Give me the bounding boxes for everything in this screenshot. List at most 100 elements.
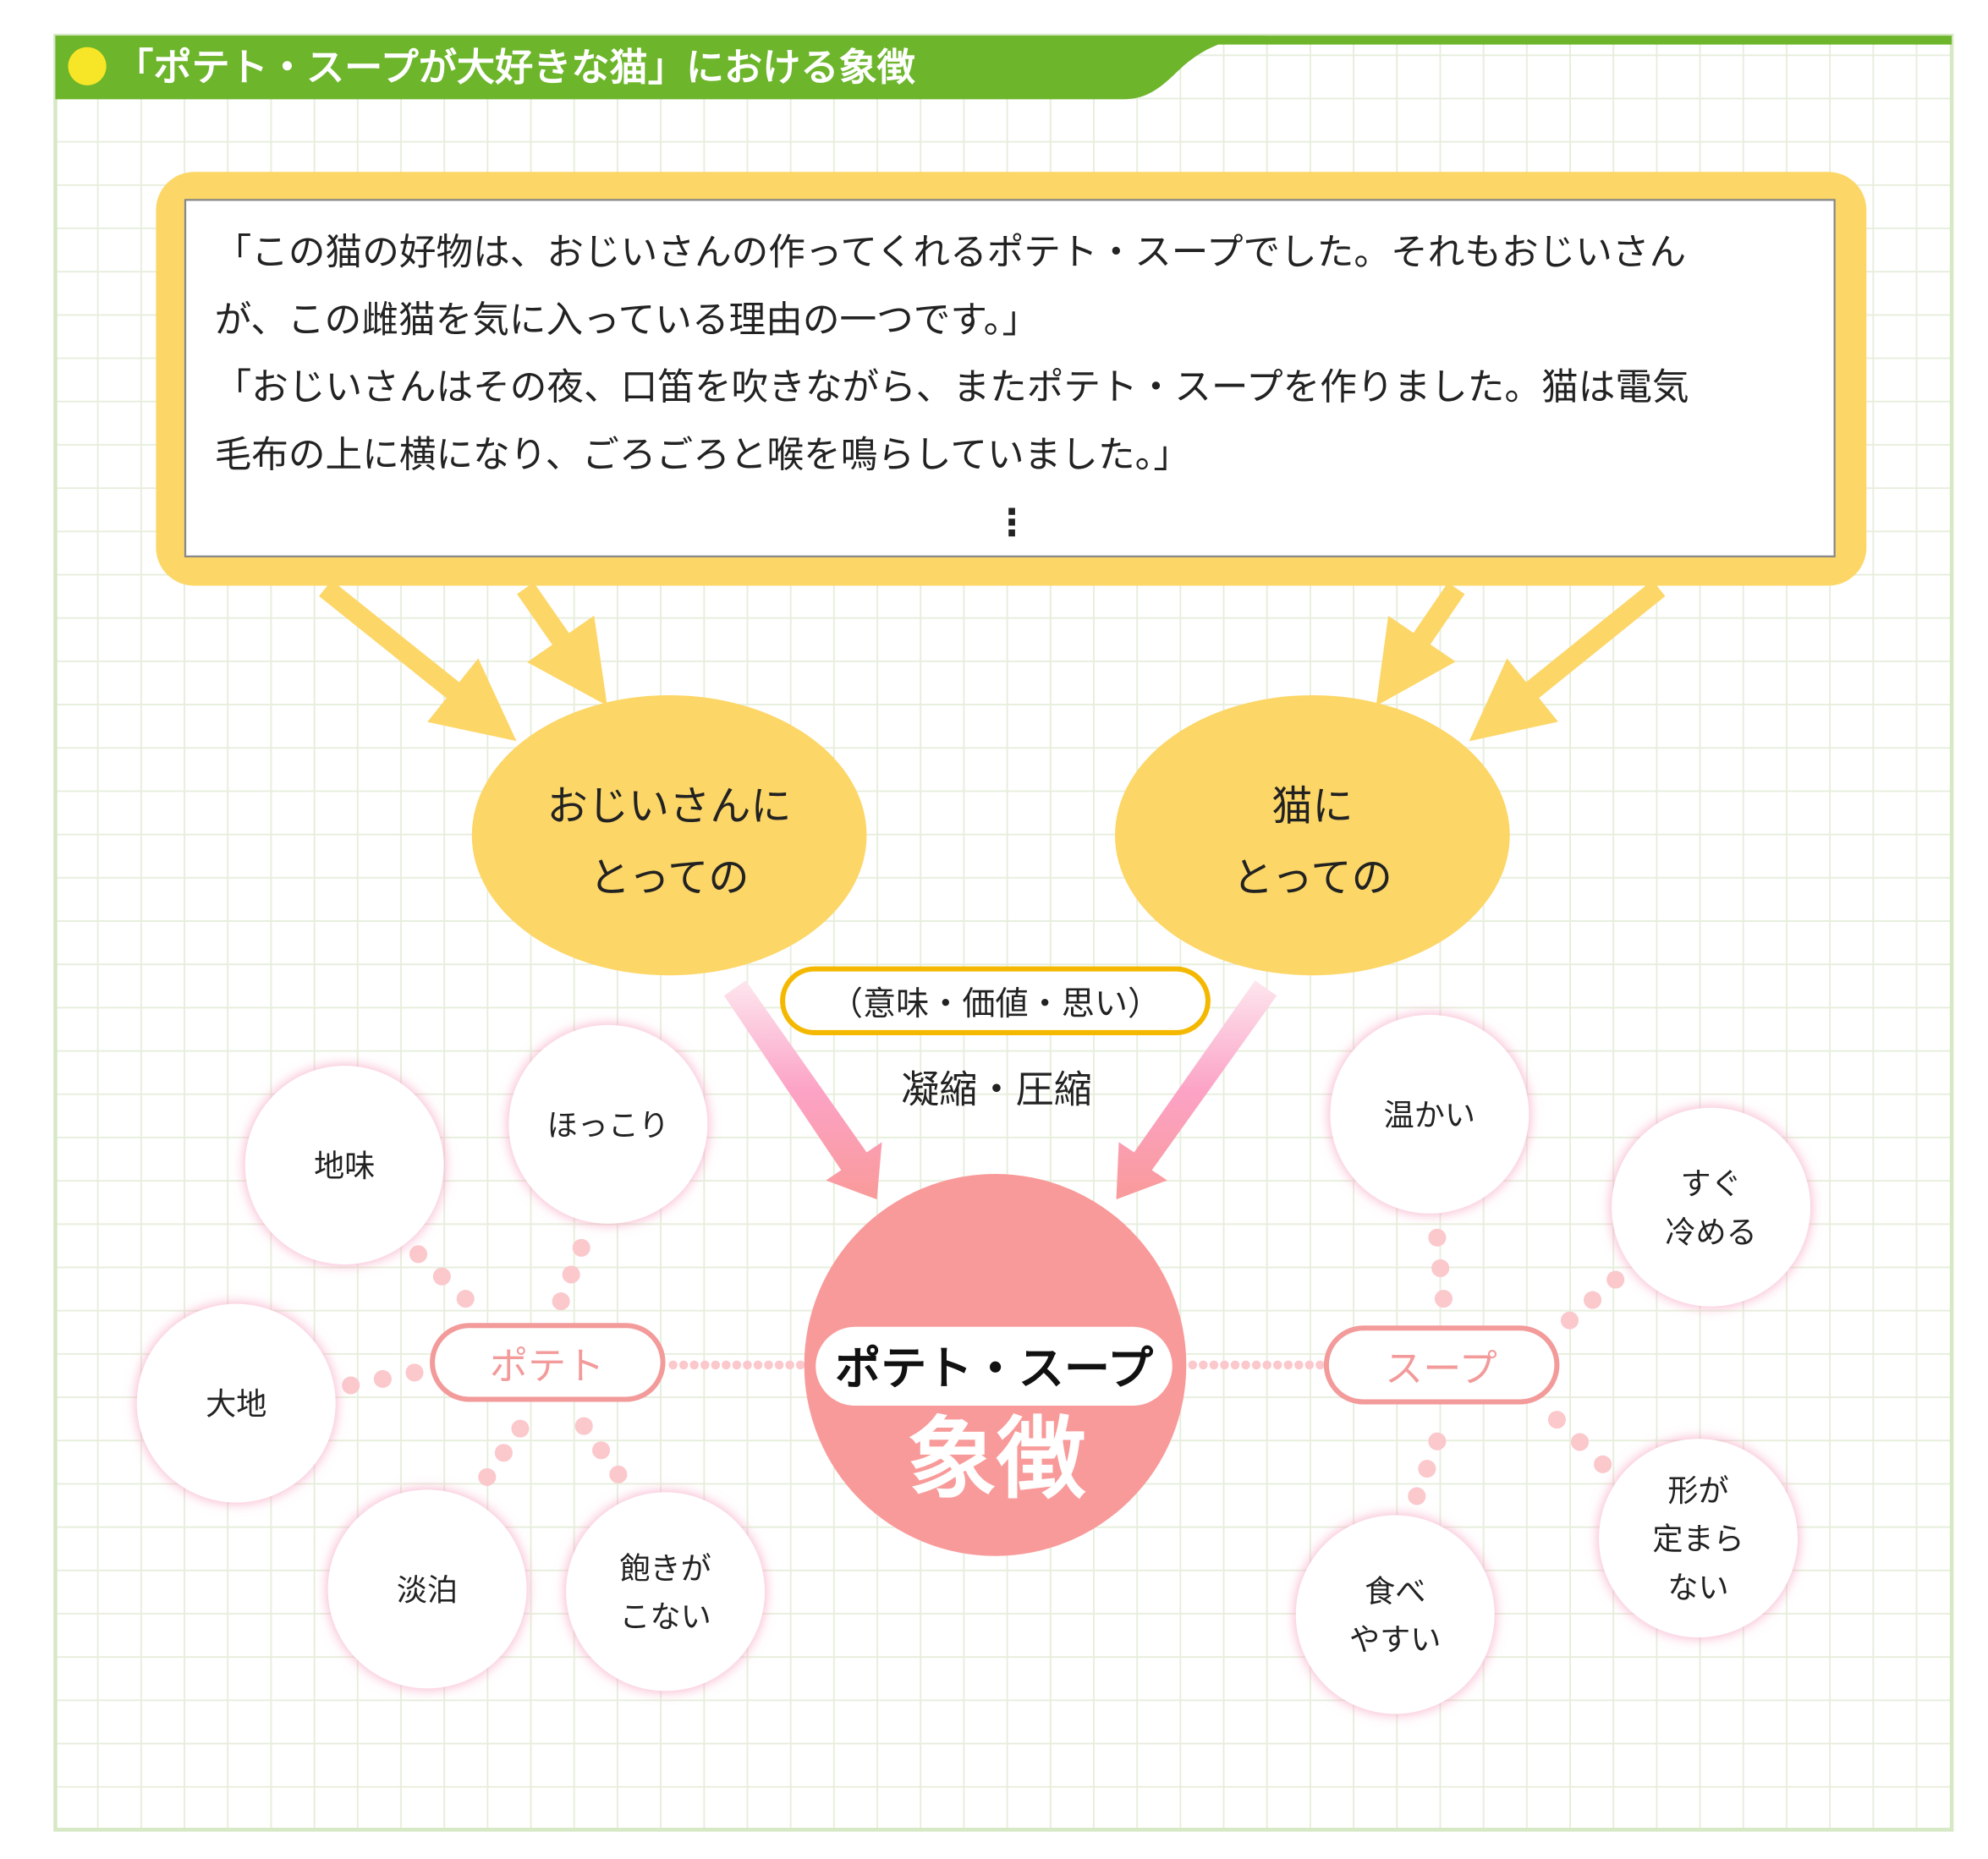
quote-ellipsis: ⋮: [993, 501, 1030, 544]
connector-dot: [1428, 1432, 1447, 1450]
bubble-text: ほっこり: [547, 1107, 670, 1143]
perspective-cat-line1: 猫に: [1271, 783, 1353, 831]
connector-dot: [432, 1267, 451, 1286]
connector-dot: [1594, 1455, 1612, 1473]
condense-label: 凝縮・圧縮: [901, 1067, 1092, 1112]
bubble-text: やすい: [1349, 1621, 1441, 1658]
connector-dot: [795, 1360, 805, 1370]
bubble-text: ない: [1667, 1569, 1728, 1605]
connector-dot: [689, 1360, 699, 1370]
bubble-text: 定まら: [1652, 1521, 1744, 1557]
connector-dot: [1230, 1360, 1240, 1370]
perspective-grandpa-line1: おじいさんに: [547, 783, 792, 831]
connector-dot: [552, 1292, 570, 1311]
perspective-grandpa: [471, 694, 867, 976]
connector-dot: [1434, 1290, 1453, 1308]
soup-trait-bubble: 温かい: [1330, 1014, 1529, 1214]
bubble-circle: [1599, 1439, 1798, 1638]
header-bar: [55, 36, 1275, 100]
connector-dot: [1241, 1360, 1250, 1370]
bubble-text: 淡泊: [397, 1571, 458, 1608]
connector-dot: [574, 1417, 593, 1435]
perspective-cat: [1115, 694, 1510, 976]
center-label: ポテト・スープ: [835, 1341, 1154, 1395]
connector-dot: [722, 1360, 731, 1370]
connector-dot: [409, 1245, 428, 1264]
connector-dot: [1272, 1360, 1282, 1370]
quote-line: 「この猫の好物は、おじいさんの作ってくれるポテト・スープでした。それもおじいさん: [215, 231, 1687, 274]
connector-dot: [1584, 1291, 1602, 1309]
connector-dot: [1315, 1360, 1325, 1370]
pink-arrow-left: [723, 980, 882, 1200]
connector-dot: [732, 1360, 742, 1370]
connector-dot: [592, 1441, 611, 1460]
quote-line: 「おじいさんはその夜、口笛を吹きながら、またポテト・スープを作りました。猫は電気: [215, 366, 1689, 409]
connector-dot: [572, 1238, 590, 1257]
bubble-circle: [508, 1024, 708, 1224]
connector-dot: [743, 1360, 752, 1370]
pink-arrow-right: [1116, 980, 1277, 1200]
connector-dot: [711, 1360, 721, 1370]
potato-trait-bubble: 地味: [244, 1066, 444, 1264]
connector-dot: [1209, 1360, 1219, 1370]
connector-dot: [609, 1465, 628, 1483]
bubble-circle: [1295, 1515, 1495, 1714]
connector-dot: [373, 1369, 392, 1388]
quote-line: 毛布の上に横になり、ごろごろと喉を鳴らしていました。」: [215, 434, 1190, 477]
connector-dot: [1431, 1259, 1450, 1277]
bubble-circle: [136, 1303, 336, 1503]
connector-dot: [753, 1360, 763, 1370]
connector-dot: [678, 1360, 689, 1370]
bullet-icon: [68, 47, 107, 85]
potato-trait-bubble: 大地: [136, 1303, 336, 1503]
yellow-arrows: [319, 580, 1666, 742]
perspective-grandpa-line2: とっての: [590, 854, 750, 902]
connector-dot: [1294, 1360, 1304, 1370]
bubble-text: 冷める: [1665, 1214, 1756, 1250]
connector-dot: [1418, 1460, 1436, 1478]
bubble-circle: [244, 1066, 444, 1264]
symbol-text: 象徴: [908, 1406, 1086, 1511]
soup-pill: [1323, 1325, 1560, 1405]
connector-dot: [405, 1363, 424, 1382]
connector-dot: [1220, 1360, 1229, 1370]
bubble-text: こない: [619, 1599, 711, 1635]
potato-pill: [430, 1323, 666, 1402]
connector-dot: [1251, 1360, 1261, 1370]
connector-dot: [1560, 1311, 1579, 1330]
quote-box: [184, 199, 1836, 558]
potato-trait-bubble: 淡泊: [327, 1489, 527, 1689]
bubble-text: 地味: [314, 1148, 375, 1184]
connector-dot: [1188, 1360, 1198, 1370]
connector-dot: [478, 1467, 497, 1486]
bubble-circle: [327, 1489, 527, 1689]
connector-dot: [700, 1360, 710, 1370]
bubble-text: 食べ: [1365, 1573, 1425, 1609]
bubble-circle: [1612, 1107, 1811, 1307]
connector-dot: [1408, 1487, 1426, 1505]
connector-dot: [494, 1444, 513, 1462]
connector-dot: [1606, 1270, 1625, 1289]
dotted-connectors: [342, 1228, 1625, 1505]
bubble-circle: [566, 1492, 766, 1692]
bubble-text: 形が: [1667, 1472, 1728, 1509]
header-title: 「ポテト・スープが大好きな猫」における象徴: [115, 45, 915, 90]
connector-dot: [1283, 1360, 1293, 1370]
bubble-text: すぐ: [1680, 1165, 1741, 1202]
connector-dot: [456, 1290, 475, 1308]
perspective-cat-line2: とっての: [1233, 854, 1392, 902]
meaning-label: （意味・価値・思い）: [830, 985, 1161, 1023]
quote-line: が、この雌猫を気に入っている理由の一つです。」: [215, 299, 1040, 342]
connector-dot: [1547, 1411, 1566, 1429]
bubble-text: 温かい: [1384, 1097, 1475, 1133]
potato-trait-bubble: ほっこり: [508, 1024, 708, 1224]
connector-dot: [342, 1376, 360, 1395]
connector-dot: [774, 1360, 784, 1370]
bubble-text: 飽きが: [619, 1550, 711, 1587]
bubble-text: 大地: [206, 1386, 266, 1423]
